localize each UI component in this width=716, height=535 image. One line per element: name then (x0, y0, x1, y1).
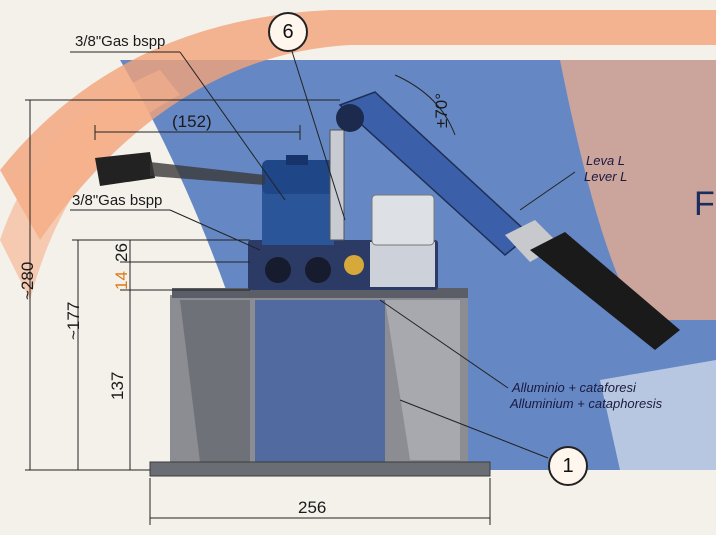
title-fragment: F (694, 185, 715, 223)
pump-body (149, 288, 491, 477)
brass-fitting (344, 255, 364, 275)
port-2 (305, 257, 331, 283)
material-label-en: Alluminium + cataphoresis (510, 396, 663, 411)
port-label-top: 3/8"Gas bspp (75, 33, 166, 50)
dim-total-height: ~280 (18, 261, 37, 300)
dim-lever-reach: (152) (172, 112, 212, 131)
port-label-side: 3/8"Gas bspp (72, 192, 163, 209)
dim-14: 14 (112, 271, 131, 290)
dim-angle: ±70° (432, 92, 451, 128)
callout-1: 1 (548, 446, 588, 486)
dim-base-height: 137 (108, 371, 127, 400)
material-label-it: Alluminio + cataforesi (512, 380, 636, 395)
dim-base-width: 256 (298, 498, 327, 517)
dim-mid-height: ~177 (64, 301, 83, 340)
dimension-lines (25, 44, 576, 525)
lever-label-it: Leva L (586, 153, 626, 168)
port-1 (265, 257, 291, 283)
lever-label-en: Lever L (584, 169, 628, 184)
pump-cylinder (262, 129, 435, 246)
manifold-block (248, 240, 438, 290)
lever-arm (336, 91, 680, 350)
ghost-lever (95, 152, 265, 186)
dim-26: 26 (112, 243, 131, 262)
callout-6: 6 (268, 12, 308, 52)
